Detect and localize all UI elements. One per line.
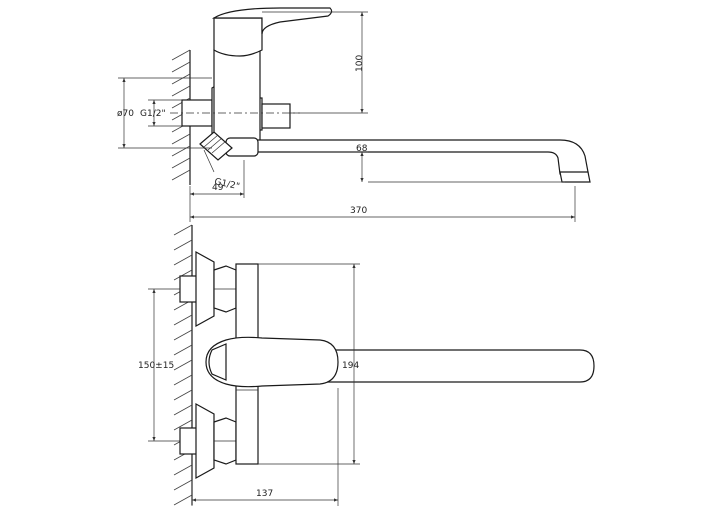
dim-68-label: 68 (356, 144, 368, 154)
lower-flange (195, 402, 215, 480)
front-view: 150±15 194 137 (138, 224, 595, 506)
connector-end (261, 103, 291, 129)
dim-49-label: 49 (212, 183, 224, 193)
spout (235, 139, 589, 175)
wall-hatch-bottom (173, 224, 193, 506)
dim-137-label: 137 (256, 489, 273, 499)
angled-inlet (199, 131, 233, 161)
dim-150-label: 150±15 (138, 361, 174, 371)
side-view: 100 68 ø70 G1/2" G1/2" 49 370 (117, 7, 591, 222)
upper-flange (195, 250, 215, 328)
lever-front (205, 336, 339, 388)
lever-handle (211, 7, 333, 35)
dim-100-label: 100 (355, 55, 365, 72)
dim-dia70-label: ø70 (117, 109, 134, 119)
cartridge-cap (213, 17, 263, 57)
mixer-body (213, 49, 261, 151)
dim-194-label: 194 (342, 361, 359, 371)
dim-thread-top-label: G1/2" (140, 109, 166, 119)
lever-knob (208, 343, 227, 381)
aerator (559, 171, 591, 183)
dim-370-label: 370 (350, 206, 367, 216)
